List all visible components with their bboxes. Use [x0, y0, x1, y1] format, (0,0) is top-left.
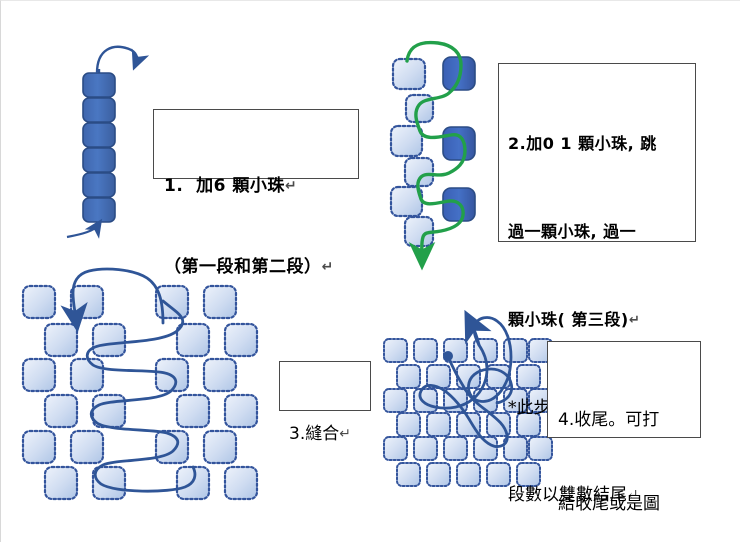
bead-solid — [82, 72, 116, 98]
step-1-text-line-1: 1. 加6 顆小珠↵ — [164, 176, 298, 196]
bead-dashed — [383, 338, 408, 363]
bead-dashed — [175, 393, 211, 429]
step-1-bottom-arrow — [66, 218, 103, 239]
bead-dashed — [69, 429, 105, 465]
bead-dashed — [389, 124, 424, 158]
bead-dashed — [456, 364, 481, 389]
bead-dashed — [473, 436, 498, 461]
bead-dashed — [426, 462, 451, 487]
step-2-text-line-5: 段數以雙數結尾↵ — [508, 484, 639, 505]
step-2-left-beads — [389, 57, 435, 248]
bead-dashed — [396, 364, 421, 389]
bead-solid — [442, 56, 476, 91]
bead-solid — [82, 172, 116, 198]
step-1-text-line-2: （第一段和第二段）↵ — [164, 257, 334, 278]
bead-dashed — [43, 465, 79, 501]
bead-dashed — [69, 284, 105, 320]
bead-dashed — [21, 429, 57, 465]
bead-dashed — [383, 388, 408, 413]
step-2-textbox[interactable]: 2.加0 1 顆小珠, 跳 過一顆小珠, 過一 顆小珠( 第三段)↵ *此步驟重… — [498, 63, 696, 505]
bead-dashed — [456, 412, 481, 437]
bead-dashed — [473, 338, 498, 363]
bead-dashed — [413, 436, 438, 461]
bead-dashed — [443, 388, 468, 413]
paragraph-mark: ↵ — [284, 178, 298, 195]
step-2-green-thread — [405, 40, 467, 271]
step-1-textbox[interactable]: 1. 加6 顆小珠↵ （第一段和第二段）↵ — [153, 109, 359, 277]
bead-dashed — [175, 465, 211, 501]
step-1-top-arrow — [95, 45, 150, 74]
step-4-textbox[interactable]: 4.收尾。可打 結收尾或是圖 示的方式收尾↵ — [547, 341, 701, 514]
step-2-text-line-2: 過一顆小珠, 過一 — [508, 222, 637, 242]
bead-dashed — [43, 393, 79, 429]
step-1-bead-column — [66, 45, 150, 239]
bead-dashed — [43, 322, 79, 358]
bead-dashed — [202, 429, 238, 465]
step-4-text-line-2: 結收尾或是圖 — [558, 494, 660, 515]
bead-dashed — [404, 93, 435, 124]
bead-dashed — [383, 436, 408, 461]
bead-dashed — [486, 412, 511, 437]
bead-dashed — [456, 462, 481, 487]
bead-dashed — [486, 462, 511, 487]
bead-solid — [442, 126, 476, 161]
bead-solid — [82, 122, 116, 148]
bead-dashed — [391, 57, 427, 91]
bead-solid — [442, 187, 476, 222]
bead-dashed — [403, 156, 435, 188]
bead-solid — [82, 147, 116, 173]
step-3-text-line-1: 3.縫合↵ — [289, 424, 351, 444]
step-2-text-line-3: 顆小珠( 第三段)↵ — [508, 310, 641, 330]
step-4-knot-thread-b — [467, 316, 514, 405]
bead-dashed — [223, 393, 259, 429]
bead-dashed — [69, 357, 105, 393]
step-2-text-line-1: 2.加0 1 顆小珠, 跳 — [508, 134, 657, 153]
bead-dashed — [413, 338, 438, 363]
step-4-exit-arrow — [464, 309, 492, 347]
bead-dashed — [91, 465, 127, 501]
step-4-text-line-1: 4.收尾。可打 — [558, 410, 660, 430]
bead-dashed — [396, 462, 421, 487]
paragraph-mark: ↵ — [627, 487, 639, 503]
bead-dashed — [91, 322, 127, 358]
step-4-knot-thread-a — [418, 343, 509, 448]
bead-dashed — [413, 388, 438, 413]
step-3-textbox[interactable]: 3.縫合↵ — [279, 361, 371, 444]
step-3-entry-arrow — [60, 267, 165, 333]
bead-dashed — [154, 357, 190, 393]
bead-dashed — [426, 412, 451, 437]
bead-dashed — [403, 215, 435, 248]
paragraph-mark: ↵ — [628, 313, 641, 329]
paragraph-mark: ↵ — [321, 259, 334, 276]
paragraph-mark: ↵ — [339, 426, 351, 443]
bead-dashed — [486, 364, 511, 389]
bead-dashed — [91, 393, 127, 429]
step-4-start-dot — [443, 351, 453, 361]
bead-dashed — [443, 338, 468, 363]
bead-dashed — [202, 357, 238, 393]
step-2-right-beads — [442, 56, 476, 222]
bead-dashed — [396, 412, 421, 437]
step-2-bead-weave — [389, 40, 476, 271]
bead-dashed — [473, 388, 498, 413]
bead-dashed — [21, 357, 57, 393]
bead-dashed — [389, 185, 424, 218]
bead-dashed — [21, 284, 57, 320]
bead-solid — [82, 197, 116, 223]
bead-dashed — [443, 436, 468, 461]
bead-dashed — [223, 465, 259, 501]
bead-dashed — [426, 364, 451, 389]
bead-solid — [82, 97, 116, 123]
step-1-beads — [82, 72, 116, 223]
bead-dashed — [154, 429, 190, 465]
